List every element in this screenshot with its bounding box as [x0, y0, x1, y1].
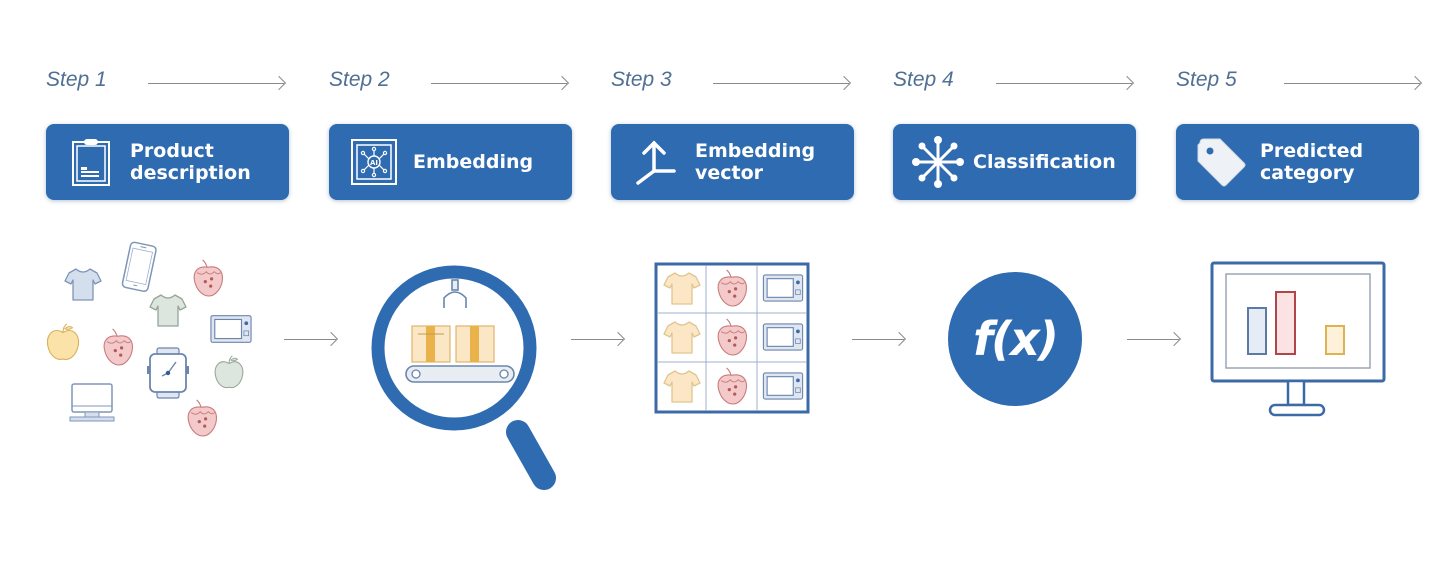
title-line-2: vector [695, 162, 764, 184]
title-line-2: category [1260, 162, 1355, 184]
monitor-stand [1286, 379, 1306, 407]
microwave-icon [763, 275, 802, 301]
step-2-title: Embedding [413, 151, 533, 173]
monitor-bar-chart-illustration [1208, 260, 1388, 420]
microwave-icon [211, 316, 251, 343]
scattered-products-illustration [40, 240, 270, 440]
function-label: f(x) [973, 312, 1059, 366]
function-circle-illustration: f(x) [948, 272, 1082, 406]
magnifier-conveyor-illustration [368, 262, 568, 498]
arrow-right-icon [431, 83, 567, 84]
title-line-1: Product [130, 140, 214, 162]
strawberry-icon [188, 400, 216, 436]
arrow-right-icon [571, 339, 623, 340]
step-4-label: Step 4 [893, 68, 954, 91]
step-1-card: Product description [46, 124, 289, 200]
title-line-1: Predicted [1260, 140, 1364, 162]
arrow-right-icon [1284, 83, 1420, 84]
conveyor-belt-icon [405, 365, 515, 383]
vector-axes-icon [625, 124, 687, 200]
bar-blue [1247, 307, 1267, 355]
bar-yellow [1325, 325, 1345, 355]
monitor-base [1268, 403, 1326, 417]
microwave-icon [763, 324, 802, 350]
step-5-card: Predicted category [1176, 124, 1419, 200]
strawberry-icon [104, 329, 132, 365]
step-1-title: Product description [130, 140, 251, 184]
clipboard-icon [60, 124, 122, 200]
arrow-right-icon [713, 83, 849, 84]
magnifier-lens [371, 265, 537, 431]
title-line-1: Embedding [695, 140, 816, 162]
step-5-label: Step 5 [1176, 68, 1237, 91]
step-5-title: Predicted category [1260, 140, 1363, 184]
watch-icon [147, 347, 189, 399]
microwave-icon [763, 373, 802, 399]
phone-icon [121, 241, 157, 293]
svg-text:AI: AI [370, 159, 378, 167]
product-grid-illustration [654, 262, 810, 414]
arrow-right-icon [284, 339, 336, 340]
title-line-1: Embedding [413, 151, 534, 173]
step-2-card: AI Embedding [329, 124, 572, 200]
step-4-title: Classification [973, 151, 1116, 173]
arrow-right-icon [996, 83, 1132, 84]
tshirt-icon [150, 295, 186, 326]
step-3-label: Step 3 [611, 68, 672, 91]
bar-red [1275, 291, 1296, 355]
step-3-card: Embedding vector [611, 124, 854, 200]
step-1-label: Step 1 [46, 68, 107, 91]
ai-chip-icon: AI [343, 124, 405, 200]
title-line-1: Classification [973, 151, 1116, 173]
laptop-icon [69, 383, 115, 422]
step-2-label: Step 2 [329, 68, 390, 91]
arrow-right-icon [852, 339, 904, 340]
step-3-title: Embedding vector [695, 140, 815, 184]
apple-icon [48, 324, 79, 360]
magnifier-handle [506, 420, 556, 490]
apple-icon [215, 356, 243, 388]
box-icon [411, 325, 495, 363]
robot-claw-icon [443, 279, 467, 308]
network-node-icon [907, 124, 969, 200]
arrow-right-icon [148, 83, 284, 84]
title-line-2: description [130, 162, 251, 184]
tag-icon [1190, 124, 1252, 200]
tshirt-icon [65, 269, 101, 300]
arrow-right-icon [1127, 339, 1179, 340]
step-4-card: Classification [893, 124, 1136, 200]
strawberry-icon [194, 260, 222, 296]
